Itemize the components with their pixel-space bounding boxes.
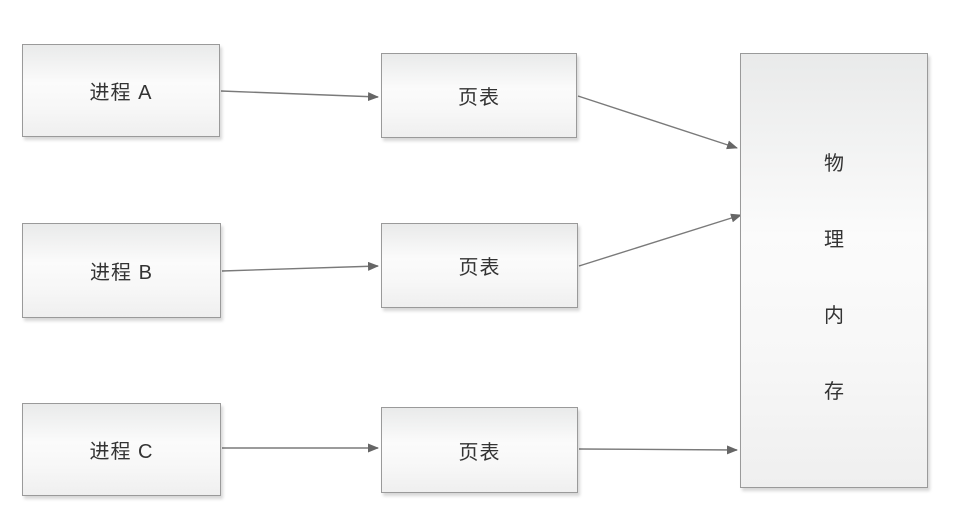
node-process-c: 进程 C xyxy=(22,403,221,496)
node-process-a: 进程 A xyxy=(22,44,220,137)
node-page-table-3-label: 页表 xyxy=(458,441,501,464)
node-physical-memory-char-4: 存 xyxy=(824,380,844,403)
node-physical-memory-char-2: 理 xyxy=(824,228,844,251)
arrow-page-table-3-to-memory xyxy=(578,445,738,455)
node-page-table-2: 页表 xyxy=(381,223,578,308)
arrow-page-table-2-to-memory xyxy=(578,213,742,267)
node-process-c-label: 进程 C xyxy=(89,441,154,463)
node-page-table-3: 页表 xyxy=(381,407,578,493)
node-physical-memory-char-1: 物 xyxy=(824,152,844,175)
arrow-page-table-1-to-memory xyxy=(577,95,738,150)
node-page-table-1: 页表 xyxy=(381,53,577,138)
node-process-b-label: 进程 B xyxy=(90,262,153,284)
node-physical-memory-char-3: 内 xyxy=(824,304,844,327)
arrow-process-b-to-page-table-2 xyxy=(221,261,379,272)
arrow-process-a-to-page-table-1 xyxy=(220,90,379,102)
node-physical-memory: 物 理 内 存 xyxy=(740,53,928,488)
node-page-table-2-label: 页表 xyxy=(458,257,501,279)
node-page-table-1-label: 页表 xyxy=(458,87,500,109)
node-process-b: 进程 B xyxy=(22,223,221,318)
node-process-a-label: 进程 A xyxy=(89,82,153,104)
